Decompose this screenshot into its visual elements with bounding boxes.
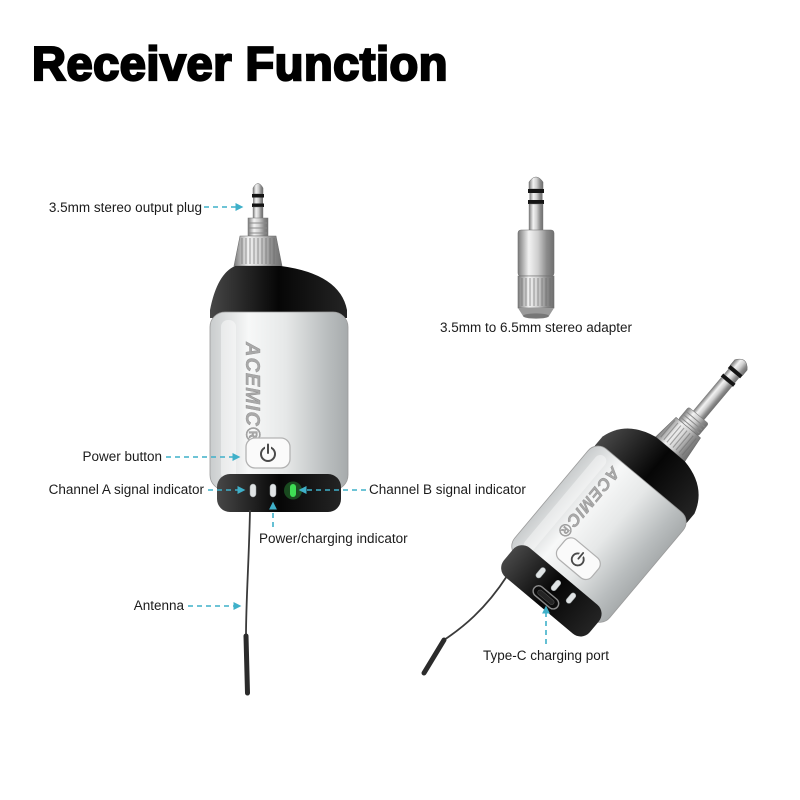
leader-lines — [166, 203, 550, 644]
threaded-collar — [233, 235, 283, 267]
label-power-charging: Power/charging indicator — [259, 531, 408, 546]
power-button — [245, 437, 291, 469]
channel-b-led — [290, 484, 296, 497]
label-channel-a: Channel A signal indicator — [48, 482, 204, 497]
led — [550, 579, 562, 592]
body-highlight — [221, 320, 236, 480]
antenna-wire — [245, 509, 251, 637]
power-icon-2 — [570, 552, 585, 567]
output-plug-3-5mm-icon — [247, 183, 269, 237]
power-button-2 — [555, 537, 601, 581]
power-charging-led — [269, 483, 277, 498]
label-type-c: Type-C charging port — [482, 648, 610, 663]
second-receiver: ACEMIC® — [501, 358, 748, 637]
body-highlight-2 — [523, 454, 607, 552]
page-title: Receiver Function — [31, 36, 449, 91]
label-output-plug: 3.5mm stereo output plug — [48, 200, 202, 215]
antenna-wire-2 — [443, 575, 508, 641]
label-antenna: Antenna — [133, 598, 184, 613]
antenna-tip — [243, 633, 250, 696]
bottom-band-2 — [501, 545, 602, 637]
stereo-adapter — [517, 176, 555, 319]
main-receiver: ACEMIC® — [209, 183, 349, 696]
channel-a-led — [249, 483, 257, 498]
threaded-collar-2 — [655, 416, 701, 462]
bottom-band — [217, 474, 341, 512]
signal-indicators — [249, 481, 302, 500]
label-adapter: 3.5mm to 6.5mm stereo adapter — [439, 320, 633, 335]
label-power-button: Power button — [82, 449, 162, 464]
brand-logo: ACEMIC® — [241, 341, 263, 443]
led — [565, 592, 577, 604]
power-icon — [260, 443, 276, 462]
label-channel-b: Channel B signal indicator — [369, 482, 526, 497]
antenna-tip-2 — [421, 637, 447, 676]
type-c-port — [532, 585, 560, 610]
top-cap — [210, 266, 347, 318]
signal-indicators-2 — [535, 567, 577, 604]
led — [535, 567, 546, 579]
output-plug-6-35mm-icon — [678, 358, 748, 436]
top-cap-2 — [594, 428, 699, 523]
